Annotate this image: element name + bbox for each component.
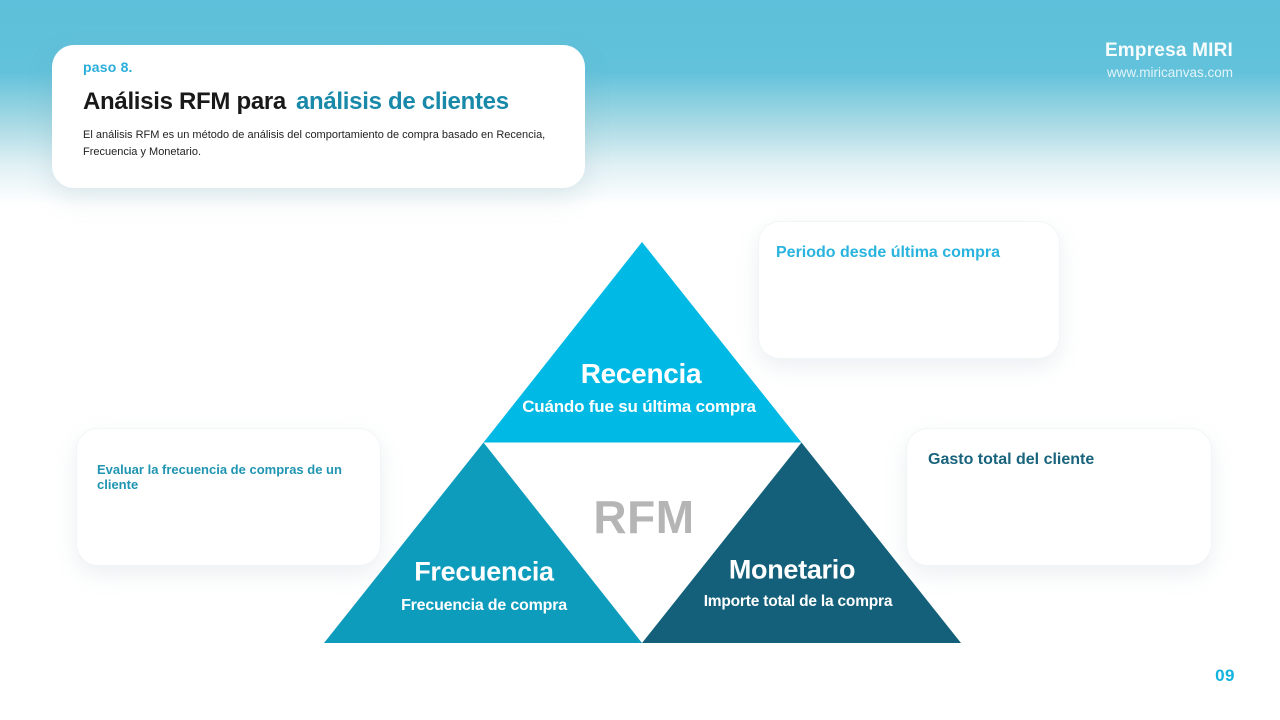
page-number: 09 bbox=[1215, 666, 1235, 685]
rfm-center-label: RFM bbox=[593, 491, 695, 543]
callout-recencia-text: Periodo desde última compra bbox=[776, 244, 1001, 261]
rfm-pyramid bbox=[324, 242, 961, 643]
recencia-triangle bbox=[483, 242, 802, 443]
callout-frecuencia: Evaluar la frecuencia de compras de un c… bbox=[76, 428, 381, 566]
slide-title-main: Análisis RFM para bbox=[83, 88, 286, 115]
callout-monetario: Gasto total del cliente bbox=[906, 428, 1212, 566]
company-website: www.miricanvas.com bbox=[1106, 65, 1233, 80]
frecuencia-title: Frecuencia bbox=[414, 556, 554, 587]
step-label: paso 8. bbox=[83, 59, 133, 75]
slide-description: El análisis RFM es un método de análisis… bbox=[83, 129, 546, 159]
slide-title: Análisis RFM para análisis de clientes bbox=[83, 88, 585, 116]
brand-block: Empresa MIRI www.miricanvas.com bbox=[1105, 40, 1233, 80]
monetario-title: Monetario bbox=[728, 554, 856, 585]
slide-title-accent: análisis de clientes bbox=[295, 88, 509, 115]
callout-recencia: Periodo desde última compra bbox=[758, 221, 1060, 359]
callout-frecuencia-text: Evaluar la frecuencia de compras de un c… bbox=[97, 462, 342, 492]
header-card: paso 8. Análisis RFM para análisis de cli… bbox=[52, 45, 585, 188]
company-name: Empresa MIRI bbox=[1104, 40, 1233, 61]
recencia-subtitle: Cuándo fue su última compra bbox=[522, 397, 756, 416]
frecuencia-triangle bbox=[324, 442, 642, 643]
recencia-title: Recencia bbox=[580, 358, 702, 389]
monetario-triangle bbox=[642, 442, 961, 643]
frecuencia-subtitle: Frecuencia de compra bbox=[401, 597, 567, 614]
callout-monetario-text: Gasto total del cliente bbox=[928, 451, 1095, 468]
monetario-subtitle: Importe total de la compra bbox=[703, 593, 893, 610]
